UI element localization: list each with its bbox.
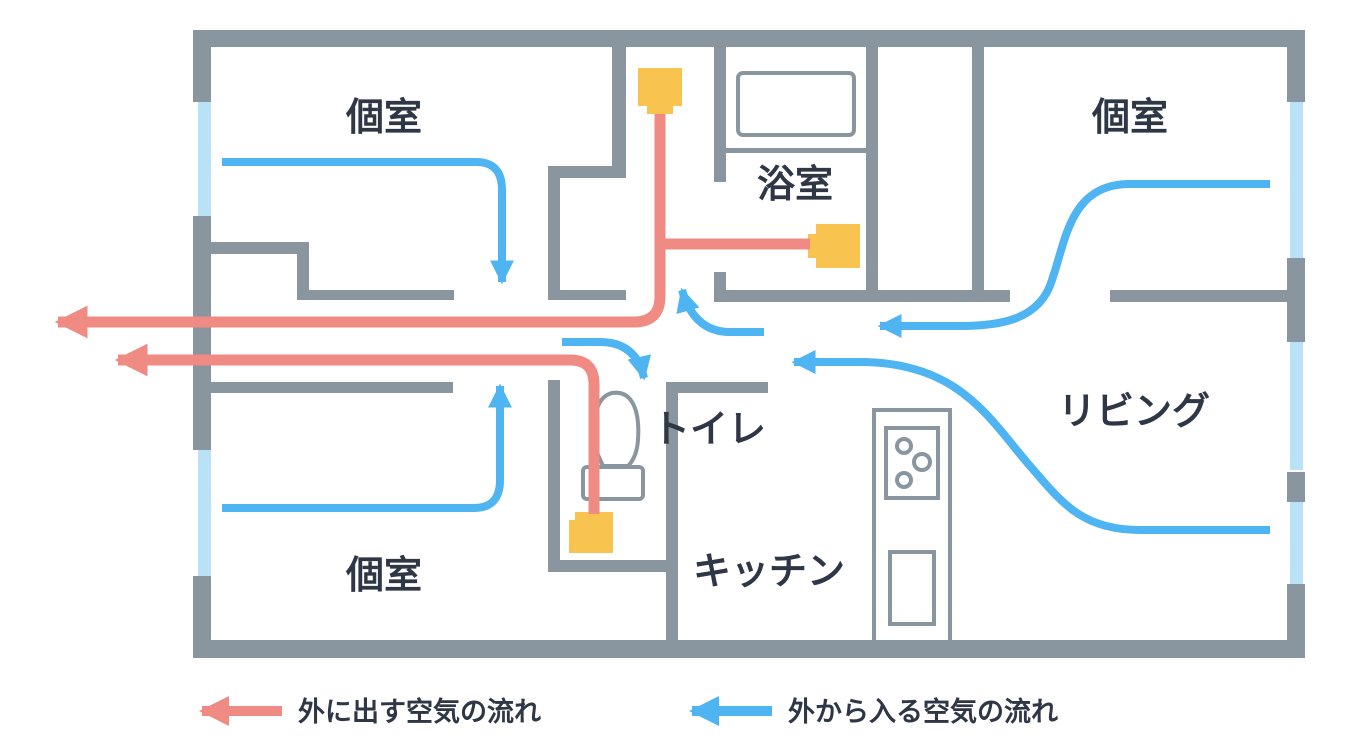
outer-wall-right-1 [1287,30,1305,102]
bathroom-divider [726,148,866,153]
fan-toilet [569,512,613,553]
outer-wall-right-3 [1287,472,1305,502]
wall-closet-side [297,242,309,300]
exhaust-arrow-toilet [114,343,600,514]
intake-arrow-bedroom1 [222,158,514,285]
wall-bedroom2-top [211,382,453,393]
outer-wall-top [193,30,1305,47]
wall-bath-bottom [714,290,1010,302]
legend-exhaust-label: 外に出す空気の流れ [298,696,541,728]
fan-bath [808,224,860,268]
wall-bedroom1-step-v [548,166,560,300]
wall-bedroom1-bottom-right [548,290,626,300]
wall-bath-right [866,30,878,298]
legend: 外に出す空気の流れ 外から入る空気の流れ [199,696,1058,728]
wall-toilet-top [666,382,768,393]
wall-bath-left [714,30,726,182]
outer-wall-right-2 [1287,258,1305,342]
outer-wall-left-1 [193,30,211,102]
label-kitchen: キッチン [693,549,845,593]
legend-intake-label: 外から入る空気の流れ [788,696,1058,728]
window-right-bottom [1290,500,1303,585]
intake-flows [222,158,1270,534]
window-right-mid [1290,340,1303,470]
windows [198,100,1303,585]
walls [193,30,1305,658]
wall-bedroom1-right [612,30,626,178]
wall-closet-bottom [297,290,454,300]
label-private-room-top-right: 個室 [1091,95,1168,139]
outer-wall-right-4 [1287,584,1305,658]
window-left-top [198,100,211,218]
wall-bedroom1-step-h [548,166,626,178]
label-bathroom: 浴室 [757,162,833,206]
label-toilet: トイレ [652,407,766,451]
wall-toilet-left [548,380,560,572]
intake-arrow-kitchen-to-hall [676,287,764,336]
outer-wall-left-3 [193,576,211,658]
label-private-room-bottom-left: 個室 [345,553,422,597]
exhaust-flows [54,114,810,514]
bathtub [736,71,856,137]
label-living: リビング [1058,389,1210,433]
outer-wall-bottom [193,640,1305,658]
window-left-bottom [198,448,211,578]
label-private-room-top-left: 個室 [345,95,422,139]
wall-toilet-right [666,382,678,658]
wall-bedroom3-bottom [1110,290,1290,302]
intake-arrow-to-toilet [562,338,652,381]
intake-arrow-living [791,350,1270,534]
kitchen-counter [872,408,952,644]
wall-closet-top [211,242,309,254]
window-right-top [1290,100,1303,260]
wall-toilet-bottom [548,560,678,572]
exhaust-fans [569,68,860,553]
wall-closet2-right [972,30,984,298]
fan-top [638,68,682,114]
exhaust-arrow-main [54,114,666,339]
intake-arrow-bedroom2 [222,383,512,512]
intake-arrow-bedroom3 [877,180,1270,338]
outer-wall-left-2 [193,216,211,450]
